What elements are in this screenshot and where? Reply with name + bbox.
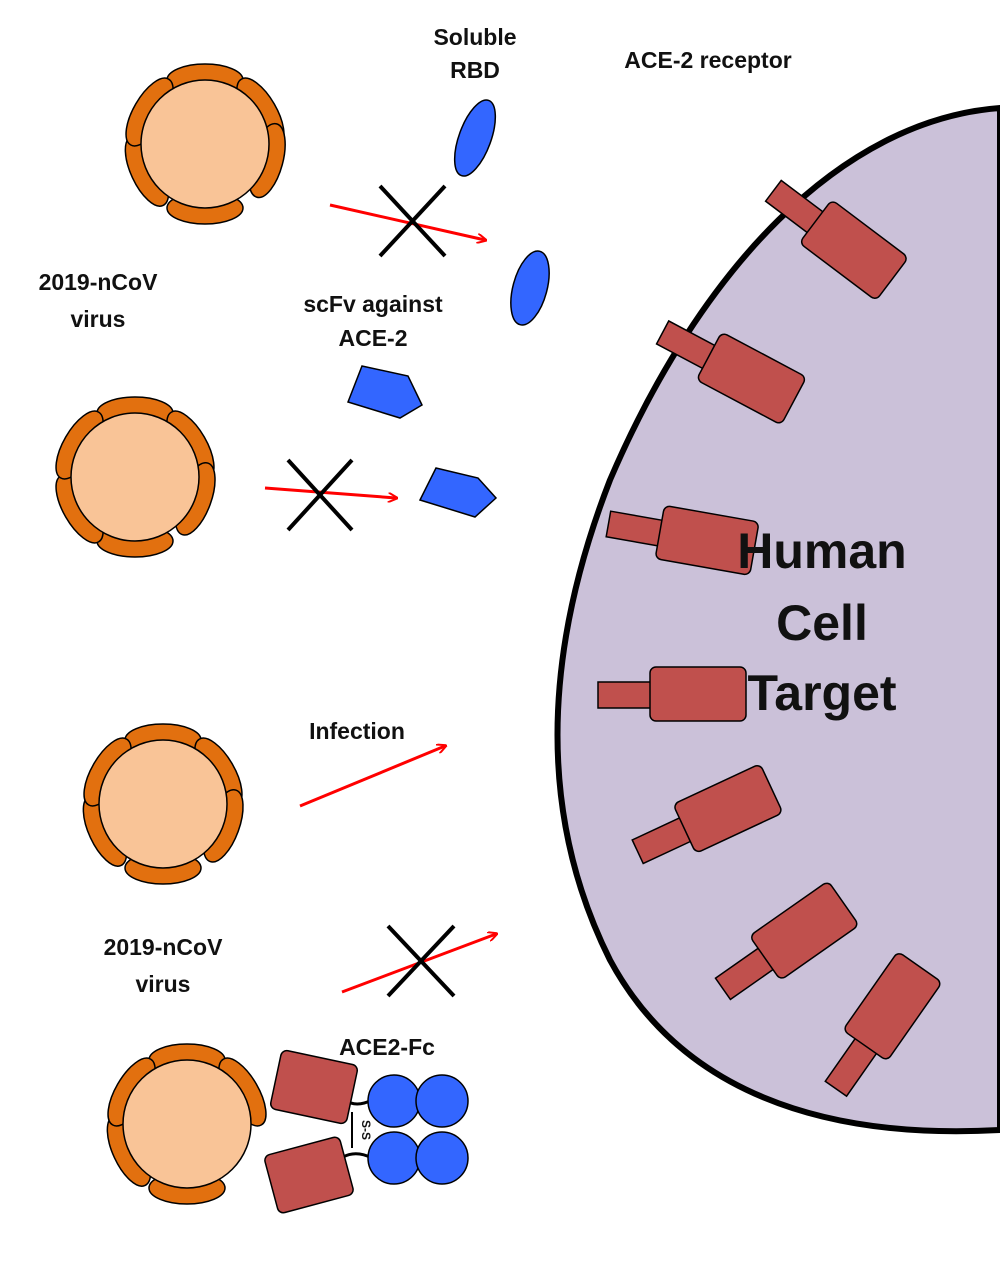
soluble-rbd-label-2: RBD <box>450 57 500 83</box>
virus1-label-2: virus <box>71 306 126 332</box>
cell-label-3: Target <box>747 665 896 721</box>
virus-2 <box>45 396 225 558</box>
scfv-label-2: ACE-2 <box>338 325 407 351</box>
x-cross-icon <box>386 924 456 998</box>
soluble-rbd-label-1: Soluble <box>433 24 516 50</box>
infection-label: Infection <box>309 718 405 744</box>
cell-label-1: Human <box>737 523 906 579</box>
ace2-fc-construct: S-S <box>264 1049 469 1214</box>
virus2-label-2: virus <box>136 971 191 997</box>
virus-1 <box>115 63 295 225</box>
ace2-receptor-label: ACE-2 receptor <box>624 47 791 73</box>
soluble-rbd <box>453 99 497 177</box>
scfv-bound <box>418 467 498 518</box>
virus1-label-1: 2019-nCoV <box>39 269 159 295</box>
blocked-arrow-2 <box>264 486 396 498</box>
scfv-fragment <box>347 365 423 419</box>
blocked-arrow-1 <box>329 203 485 240</box>
virus-3 <box>73 723 253 885</box>
ace2fc-label: ACE2-Fc <box>339 1034 435 1060</box>
infection-arrow <box>299 746 445 808</box>
soluble-rbd-bound <box>510 250 550 326</box>
virus2-label-1: 2019-nCoV <box>104 934 224 960</box>
scfv-label-1: scFv against <box>303 291 443 317</box>
x-cross-icon <box>286 458 354 532</box>
disulfide-label: S-S <box>359 1120 373 1140</box>
virus-4 <box>97 1043 277 1205</box>
cell-label-2: Cell <box>776 595 868 651</box>
x-cross-icon <box>378 184 447 258</box>
